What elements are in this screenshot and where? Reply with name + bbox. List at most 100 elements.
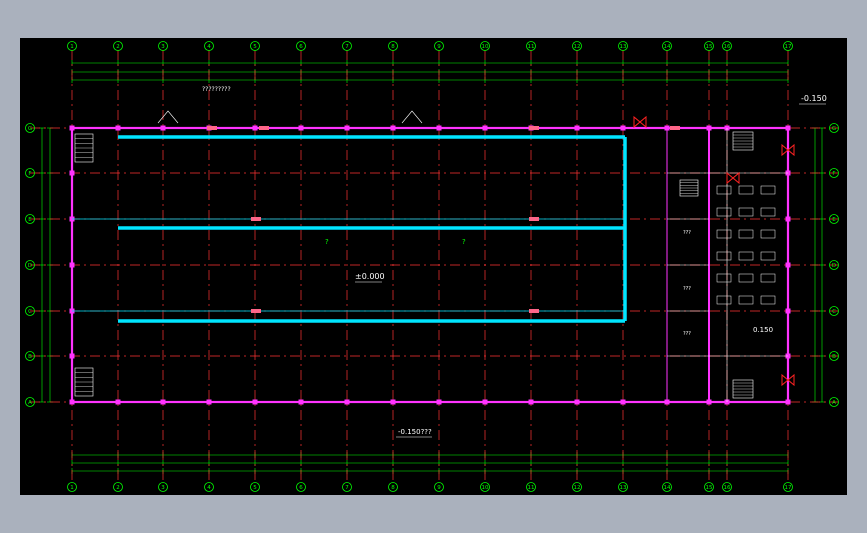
axis-bubble-right-label: A [832, 400, 836, 406]
axis-bubble-right-label: D [832, 263, 836, 269]
fixtures [74, 110, 795, 399]
axis-bubble-left-label: G [28, 126, 32, 132]
room-label-a: ??? [683, 230, 691, 236]
column-marker [69, 170, 75, 176]
axis-bubble-bottom-label: 5 [253, 485, 257, 491]
axis-bubble-bottom [662, 482, 672, 492]
axis-bubble-bottom-label: 15 [706, 485, 713, 491]
axis-bubble-bottom-label: 13 [620, 485, 627, 491]
axis-bubble-bottom [158, 482, 168, 492]
axis-bubble-top [250, 41, 260, 51]
elevation-inner: 0.150 [753, 326, 773, 334]
axis-bubble-bottom [296, 482, 306, 492]
axis-bubble-bottom-label: 8 [391, 485, 395, 491]
axis-bubble-top [67, 41, 77, 51]
axis-bubble-bottom [526, 482, 536, 492]
axis-bubble-bottom-label: 4 [207, 485, 211, 491]
column-marker [785, 216, 791, 222]
room-mark-1: ? [325, 238, 329, 246]
axis-bubble-left [25, 397, 35, 407]
column-marker [436, 399, 442, 405]
axis-bubble-bottom-label: 3 [161, 485, 165, 491]
axis-bubble-top-label: 14 [664, 44, 671, 50]
column-marker [69, 353, 75, 359]
vent-fixture [157, 110, 179, 124]
column-marker [69, 262, 75, 268]
axis-bubble-bottom-label: 10 [482, 485, 489, 491]
column-marker [785, 262, 791, 268]
column-marker [298, 125, 304, 131]
axis-bubble-top [113, 41, 123, 51]
column-marker [664, 125, 670, 131]
elevation-top-right: -0.150 [801, 94, 827, 103]
column-marker [252, 125, 258, 131]
axis-bubble-top-label: 4 [207, 44, 211, 50]
axis-bubble-top-label: 8 [391, 44, 395, 50]
axis-bubble-top [526, 41, 536, 51]
wall-opening [529, 309, 539, 313]
axis-bubble-right [829, 123, 839, 133]
axis-bubble-left-label: A [28, 400, 32, 406]
desk [738, 273, 754, 283]
axis-bubble-bottom [783, 482, 793, 492]
column-marker [785, 308, 791, 314]
axis-bubble-top [783, 41, 793, 51]
room-label-b: ??? [683, 286, 691, 292]
axis-bubble-right-label: F [832, 171, 835, 177]
column-marker [574, 399, 580, 405]
axis-bubble-right [829, 397, 839, 407]
desk [738, 185, 754, 195]
desk [760, 295, 776, 305]
axis-bubble-bottom [618, 482, 628, 492]
column-marker [528, 399, 534, 405]
column-marker [574, 125, 580, 131]
desk [738, 295, 754, 305]
axis-bubble-top [388, 41, 398, 51]
desk [716, 207, 732, 217]
axis-bubble-left [25, 214, 35, 224]
axis-bubble-bottom-label: 6 [299, 485, 303, 491]
axis-bubble-bottom-label: 16 [724, 485, 731, 491]
axis-bubble-bottom-label: 9 [437, 485, 441, 491]
column-marker [344, 125, 350, 131]
column-marker [620, 399, 626, 405]
valve-symbol [781, 143, 795, 157]
axis-bubble-top-label: 13 [620, 44, 627, 50]
axis-bubble-top-label: 10 [482, 44, 489, 50]
axis-bubble-bottom-label: 2 [116, 485, 120, 491]
grid-lines [30, 50, 838, 483]
top-note: ????????? [202, 86, 231, 93]
wall-opening [670, 126, 680, 130]
valve-symbol [781, 373, 795, 387]
axis-bubble-top [618, 41, 628, 51]
axis-bubble-bottom-label: 12 [574, 485, 581, 491]
column-marker [69, 399, 75, 405]
column-marker [620, 125, 626, 131]
axis-bubble-bottom [572, 482, 582, 492]
axis-bubble-right-label: B [832, 354, 836, 360]
axis-bubble-bottom [204, 482, 214, 492]
valve-symbol [726, 171, 740, 185]
axis-bubble-bottom [113, 482, 123, 492]
axis-bubble-top [662, 41, 672, 51]
axis-bubble-top-label: 7 [345, 44, 349, 50]
column-marker [69, 125, 75, 131]
axis-bubble-top [158, 41, 168, 51]
axis-bubble-top-label: 15 [706, 44, 713, 50]
axis-bubble-top-label: 1 [70, 44, 74, 50]
axis-bubble-top-label: 5 [253, 44, 257, 50]
column-marker [115, 125, 121, 131]
axis-bubbles: 1122334455667788991010111112121313141415… [25, 41, 839, 492]
axis-bubble-left-label: B [28, 354, 32, 360]
room-mark-2: ? [462, 238, 466, 246]
wall-opening [251, 309, 261, 313]
elevation-main: ±0.000 [355, 272, 385, 281]
column-marker [706, 399, 712, 405]
axis-bubble-right-label: E [832, 217, 836, 223]
axis-bubble-bottom [388, 482, 398, 492]
column-marker [482, 125, 488, 131]
axis-bubble-top [342, 41, 352, 51]
desk [760, 207, 776, 217]
wall-opening [207, 126, 217, 130]
